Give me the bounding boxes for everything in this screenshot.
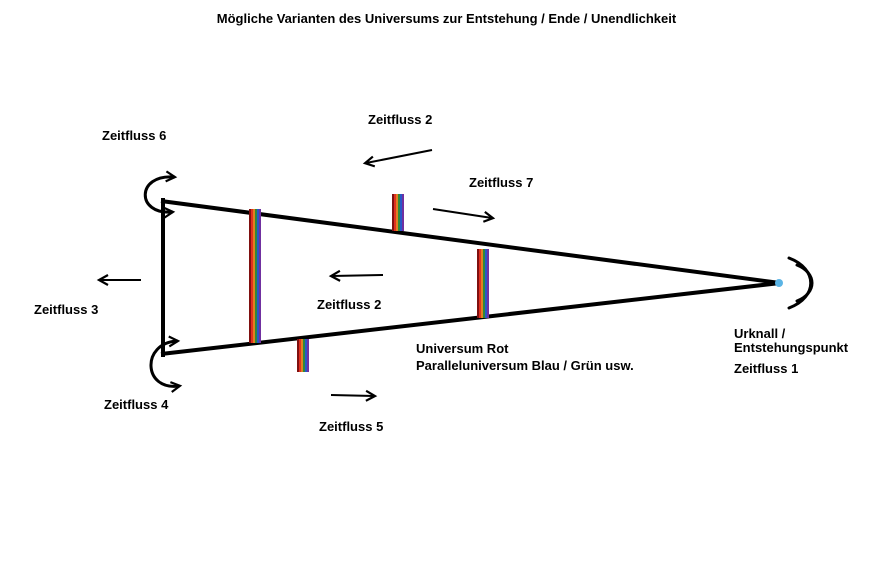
bar-top-edge-stripe	[400, 194, 402, 231]
bar-middle-stripe	[477, 249, 479, 318]
label-zeitfluss-7: Zeitfluss 7	[469, 175, 534, 190]
bar-top-edge-stripe	[396, 194, 398, 231]
arrow-zeitfluss-2-mid	[328, 269, 384, 282]
bar-bottom-edge-stripe	[303, 339, 305, 372]
bar-middle-stripe	[487, 249, 489, 318]
label-paralleluniversum: Paralleluniversum Blau / Grün usw.	[416, 358, 634, 373]
bar-top-edge-stripe	[392, 194, 394, 231]
bar-top-edge-stripe	[394, 194, 396, 231]
apex-arc-inner	[795, 263, 814, 303]
bar-middle-stripe	[483, 249, 485, 318]
bar-left-tall-stripe	[259, 209, 261, 343]
spectrum-bars-group	[249, 194, 489, 372]
bar-bottom-edge-stripe	[297, 339, 299, 372]
label-zeitfluss-3: Zeitfluss 3	[34, 302, 99, 317]
bar-middle-stripe	[481, 249, 483, 318]
label-zeitfluss-4: Zeitfluss 4	[104, 397, 169, 412]
label-zeitfluss-5: Zeitfluss 5	[319, 419, 384, 434]
label-zeitfluss-2-mid: Zeitfluss 2	[317, 297, 382, 312]
bar-bottom-edge-stripe	[307, 339, 309, 372]
arrow-zeitfluss-2-top	[362, 149, 433, 168]
label-urknall: Urknall /	[734, 326, 786, 341]
diagram-title: Mögliche Varianten des Universums zur En…	[216, 11, 677, 26]
bar-left-tall-stripe	[249, 209, 251, 343]
label-zeitfluss-6: Zeitfluss 6	[102, 128, 167, 143]
label-zeitfluss-2-top: Zeitfluss 2	[368, 112, 433, 127]
curved-arrow-zeitfluss-6	[143, 170, 178, 219]
bar-left-tall-stripe	[257, 209, 259, 343]
bar-middle-stripe	[485, 249, 487, 318]
origin-dot	[775, 279, 783, 287]
curved-arrow-zeitfluss-4	[149, 335, 183, 393]
label-universum-rot: Universum Rot	[416, 341, 509, 356]
arrow-zeitfluss-5	[330, 389, 378, 402]
bar-top-edge-stripe	[398, 194, 400, 231]
bar-bottom-edge-stripe	[305, 339, 307, 372]
bar-bottom-edge-stripe	[301, 339, 303, 372]
label-entstehungspunkt: Entstehungspunkt	[734, 340, 849, 355]
cone-top-edge	[160, 199, 781, 285]
bar-left-tall-stripe	[255, 209, 257, 343]
bar-left-tall-stripe	[251, 209, 253, 343]
bar-left-tall-stripe	[253, 209, 255, 343]
bar-top-edge-stripe	[402, 194, 404, 231]
bar-bottom-edge-stripe	[299, 339, 301, 372]
arrow-zeitfluss-7	[432, 208, 496, 223]
bar-middle-stripe	[479, 249, 481, 318]
label-zeitfluss-1: Zeitfluss 1	[734, 361, 799, 376]
cone-bottom-edge	[160, 281, 781, 356]
